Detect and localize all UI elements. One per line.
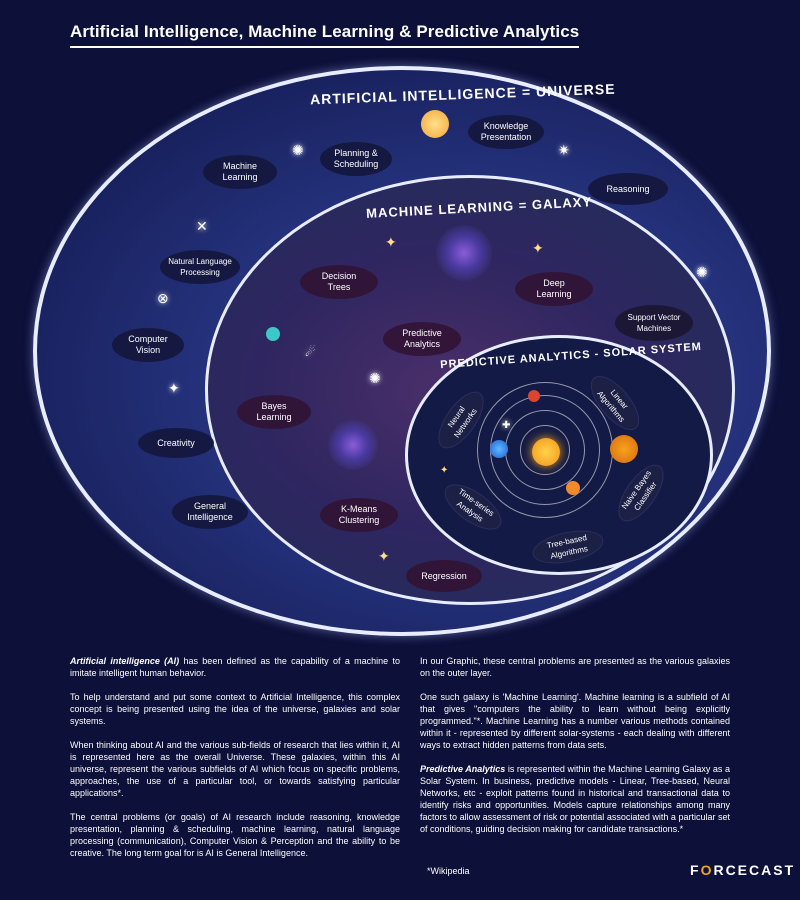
spiral-galaxy-icon — [328, 420, 378, 470]
star-icon: ✦ — [440, 465, 449, 476]
planet-icon — [566, 481, 580, 495]
paragraph: Artificial intelligence (AI) has been de… — [70, 655, 400, 679]
star-icon: ✦ — [385, 234, 397, 250]
star-icon: ✺ — [292, 142, 304, 158]
paragraph-text: In our Graphic, these central problems a… — [420, 656, 730, 678]
sun-icon — [532, 438, 560, 466]
description-left: Artificial intelligence (AI) has been de… — [70, 655, 400, 871]
galaxy-item-predictive-analytics[interactable]: Predictive Analytics — [383, 322, 461, 356]
star-icon: ✦ — [532, 240, 544, 256]
star-icon: ✺ — [696, 264, 708, 280]
universe-item-computer-vision[interactable]: Computer Vision — [112, 328, 184, 362]
star-icon: ⊗ — [157, 290, 169, 306]
paragraph-text: has been defined as the capability of a … — [70, 656, 400, 678]
paragraph: The central problems (or goals) of AI re… — [70, 811, 400, 859]
galaxy-item-decision-trees[interactable]: Decision Trees — [300, 265, 378, 299]
paragraph-text: One such galaxy is 'Machine Learning'. M… — [420, 692, 730, 750]
universe-item-regression[interactable]: Regression — [406, 560, 482, 592]
planet-icon — [528, 390, 540, 402]
universe-item-machine-learning[interactable]: Machine Learning — [203, 155, 277, 189]
star-icon: ✺ — [369, 370, 381, 386]
paragraph: In our Graphic, these central problems a… — [420, 655, 730, 679]
star-icon: ✦ — [378, 548, 390, 564]
galaxy-item-bayes-learning[interactable]: Bayes Learning — [237, 395, 311, 429]
universe-item-knowledge[interactable]: Knowledge Presentation — [468, 115, 544, 149]
brand-logo: FORCECAST — [690, 862, 795, 878]
planet-icon — [266, 327, 280, 341]
universe-item-creativity[interactable]: Creativity — [138, 428, 214, 458]
galaxy-item-kmeans[interactable]: K-Means Clustering — [320, 498, 398, 532]
paragraph-text: The central problems (or goals) of AI re… — [70, 812, 400, 858]
diagram: Artificial Intelligence = Universe Machi… — [33, 66, 771, 636]
star-icon: ✷ — [558, 142, 570, 158]
spiral-galaxy-icon — [436, 225, 492, 281]
comet-icon: ☄ — [305, 345, 316, 359]
earth-icon — [490, 440, 508, 458]
universe-item-general-intelligence[interactable]: General Intelligence — [172, 495, 248, 529]
universe-item-nlp[interactable]: Natural Language Processing — [160, 250, 240, 284]
universe-item-planning[interactable]: Planning & Scheduling — [320, 142, 392, 176]
brand-accent: O — [700, 862, 714, 878]
paragraph-text: To help understand and put some context … — [70, 692, 400, 726]
star-icon: ✦ — [168, 380, 180, 396]
footnote: *Wikipedia — [427, 866, 470, 876]
bold-lead: Predictive Analytics — [420, 764, 506, 774]
paragraph-text: When thinking about AI and the various s… — [70, 740, 400, 798]
bold-lead: Artificial intelligence (AI) — [70, 656, 180, 666]
universe-item-reasoning[interactable]: Reasoning — [588, 173, 668, 205]
star-icon: ✕ — [196, 218, 208, 234]
satellite-icon: ✚ — [502, 420, 511, 431]
brand-part: F — [690, 862, 701, 878]
galaxy-item-deep-learning[interactable]: Deep Learning — [515, 272, 593, 306]
moon-icon — [421, 110, 449, 138]
paragraph: When thinking about AI and the various s… — [70, 739, 400, 799]
planet-icon — [610, 435, 638, 463]
description-right: In our Graphic, these central problems a… — [420, 655, 730, 847]
paragraph-text: is represented within the Machine Learni… — [420, 764, 730, 834]
paragraph: Predictive Analytics is represented with… — [420, 763, 730, 835]
paragraph: One such galaxy is 'Machine Learning'. M… — [420, 691, 730, 751]
galaxy-item-svm[interactable]: Support Vector Machines — [615, 305, 693, 341]
brand-part: RCECAST — [713, 862, 796, 878]
paragraph: To help understand and put some context … — [70, 691, 400, 727]
page-title: Artificial Intelligence, Machine Learnin… — [70, 22, 580, 48]
